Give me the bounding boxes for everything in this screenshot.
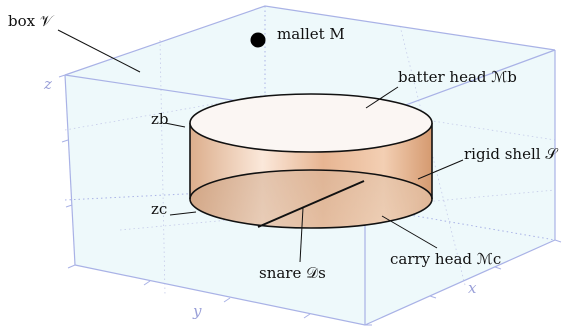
rigid-shell-leader: [417, 159, 464, 180]
box-grid: [64, 25, 556, 296]
label-rigid-shell: rigid shell 𝒮: [464, 145, 558, 163]
label-mallet: mallet M: [277, 25, 345, 43]
batter-head: [189, 93, 433, 153]
axis-ticks: [58, 74, 562, 326]
zb-leader: [164, 122, 186, 128]
zc-leader: [169, 211, 197, 216]
axis-label-y: y: [192, 302, 202, 320]
label-box: box 𝒱: [8, 12, 55, 30]
batter-head-leader: [365, 86, 399, 109]
label-carry-head: carry head ℳc: [390, 250, 501, 268]
label-zc: zc: [151, 200, 167, 218]
label-snare: snare 𝒟s: [259, 264, 326, 282]
snare: [257, 180, 365, 228]
label-batter-head: batter head ℳb: [398, 68, 517, 86]
box-top-back-edges: [64, 5, 556, 76]
axis-label-x: x: [468, 279, 477, 297]
box-left-edge: [64, 74, 76, 266]
axis-label-z: z: [43, 75, 52, 93]
label-zb: zb: [151, 110, 169, 128]
mallet: [250, 32, 266, 48]
leader-lines: [57, 29, 464, 263]
carry-head-leader: [381, 215, 438, 249]
carry-head: [189, 169, 433, 229]
box-back-bottom-edges: [64, 189, 556, 241]
box-leader: [57, 29, 141, 73]
drum: [189, 93, 433, 229]
snare-leader: [299, 207, 304, 263]
